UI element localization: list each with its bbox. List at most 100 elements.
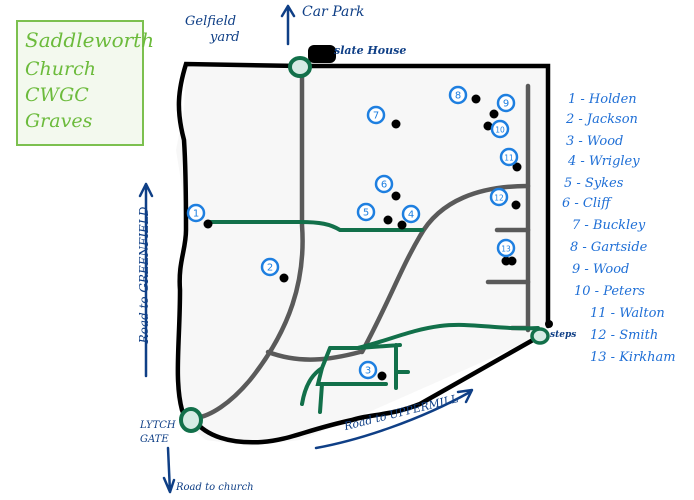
grave-number-circle (358, 360, 378, 380)
grave-marker[interactable]: 13 (496, 238, 517, 266)
label-lytch-gate-1: LYTCH (140, 420, 176, 431)
grave-marker[interactable]: 10 (483, 119, 510, 139)
churchyard-ground (176, 64, 548, 446)
title-line-2: Church (25, 58, 96, 80)
legend-item: 3 - Wood (566, 134, 624, 149)
legend-item: 4 - Wrigley (568, 154, 640, 169)
label-road-to-greenfield: Road to GREENFIELD (137, 206, 151, 344)
grave-number-label: 11 (504, 154, 514, 163)
grave-marker[interactable]: 4 (397, 204, 421, 230)
church-arrow-icon (162, 446, 176, 494)
legend-item: 5 - Sykes (564, 176, 624, 191)
grave-marker[interactable]: 5 (356, 202, 393, 225)
legend-item: 2 - Jackson (566, 112, 638, 127)
grave-number-circle (499, 147, 519, 167)
grave-number-circle (356, 202, 376, 222)
grave-number-circle (366, 105, 386, 125)
grave-location-dot (383, 215, 393, 225)
grave-marker[interactable]: 12 (489, 187, 521, 210)
car-park-arrow-icon (280, 4, 296, 46)
grave-number-label: 7 (373, 111, 379, 122)
path-curve-east (359, 183, 531, 355)
legend-item: 10 - Peters (574, 284, 645, 299)
grave-marker[interactable]: 8 (448, 85, 481, 105)
grave-number-label: 12 (494, 194, 504, 203)
grave-location-dot (391, 119, 401, 129)
grave-number-circle (374, 174, 394, 194)
grave-location-dot (507, 256, 517, 266)
uppermill-arrow-icon (314, 388, 474, 450)
grave-marker[interactable]: 11 (499, 147, 522, 172)
grave-location-dot (391, 191, 401, 201)
grave-location-dot (511, 200, 521, 210)
grave-number-label: 10 (495, 126, 505, 135)
title-line-1: Saddleworth (25, 28, 155, 52)
grave-number-label: 13 (501, 245, 511, 254)
grave-number-circle (496, 93, 516, 113)
legend-item: 12 - Smith (590, 328, 659, 343)
label-road-to-church: Road to church (176, 482, 254, 493)
grave-number-label: 3 (365, 366, 371, 377)
gate-steps[interactable] (530, 327, 550, 345)
legend-item: 8 - Gartside (570, 240, 648, 255)
grave-number-circle (489, 187, 509, 207)
label-gelfield-yard-2: yard (210, 30, 240, 45)
churchyard-boundary (175, 61, 303, 424)
grave-number-label: 5 (363, 208, 369, 219)
grave-location-dot (279, 273, 289, 283)
label-lytch-gate-2: GATE (140, 434, 169, 445)
legend-item: 6 - Cliff (562, 196, 611, 211)
path-curve-lower (265, 349, 363, 362)
grave-location-dot (489, 109, 499, 119)
label-car-park: Car Park (302, 4, 365, 20)
grave-marker[interactable]: 7 (366, 105, 401, 129)
grave-number-circle (448, 85, 468, 105)
label-slate-house: slate House (334, 44, 407, 57)
title-line-4: Graves (25, 110, 93, 132)
grave-number-circle (490, 119, 510, 139)
grave-marker[interactable]: 9 (489, 93, 516, 119)
grave-marker[interactable]: 6 (374, 174, 401, 201)
label-gelfield-yard-1: Gelfield (185, 14, 237, 29)
churchyard-boundary-bottom (191, 333, 543, 445)
legend-item: 7 - Buckley (572, 218, 646, 233)
churchyard-boundary-top (297, 63, 551, 329)
path-green-triangle (300, 343, 410, 414)
grave-number-label: 1 (193, 209, 199, 220)
map-title-box: Saddleworth Church CWGC Graves (16, 20, 154, 146)
legend-item: 11 - Walton (590, 306, 665, 321)
grave-number-circle (186, 203, 206, 223)
grave-number-label: 2 (267, 263, 273, 274)
grave-marker[interactable]: 3 (358, 360, 387, 381)
gate-car-park[interactable] (288, 56, 312, 78)
path-green-south (356, 322, 540, 350)
grave-location-dot (471, 94, 481, 104)
direction-arrows (138, 4, 474, 494)
steps-post (545, 320, 553, 328)
grave-location-dot (483, 121, 493, 131)
grave-number-circle (260, 257, 280, 277)
grave-location-dot (377, 371, 387, 381)
grave-marker[interactable]: 2 (260, 257, 289, 283)
greenfield-arrow-icon (138, 182, 154, 378)
grave-location-dot (203, 219, 213, 229)
title-line-3: CWGC (25, 84, 89, 106)
legend-item: 1 - Holden (568, 92, 637, 107)
grave-number-label: 9 (503, 99, 509, 110)
grave-marker[interactable]: 1 (186, 203, 213, 229)
grave-location-dot (397, 220, 407, 230)
label-steps: steps (550, 330, 577, 340)
grave-number-label: 6 (381, 180, 387, 191)
grave-number-label: 8 (455, 91, 461, 102)
green-paths (208, 220, 540, 414)
grave-number-circle (401, 204, 421, 224)
gate-lytch[interactable] (179, 407, 203, 433)
legend-item: 13 - Kirkham (590, 350, 676, 365)
grave-number-label: 4 (408, 210, 414, 221)
grave-location-dot (512, 162, 522, 172)
path-green-west (208, 220, 424, 232)
path-main-vertical (193, 71, 305, 421)
grave-number-circle (496, 238, 516, 258)
